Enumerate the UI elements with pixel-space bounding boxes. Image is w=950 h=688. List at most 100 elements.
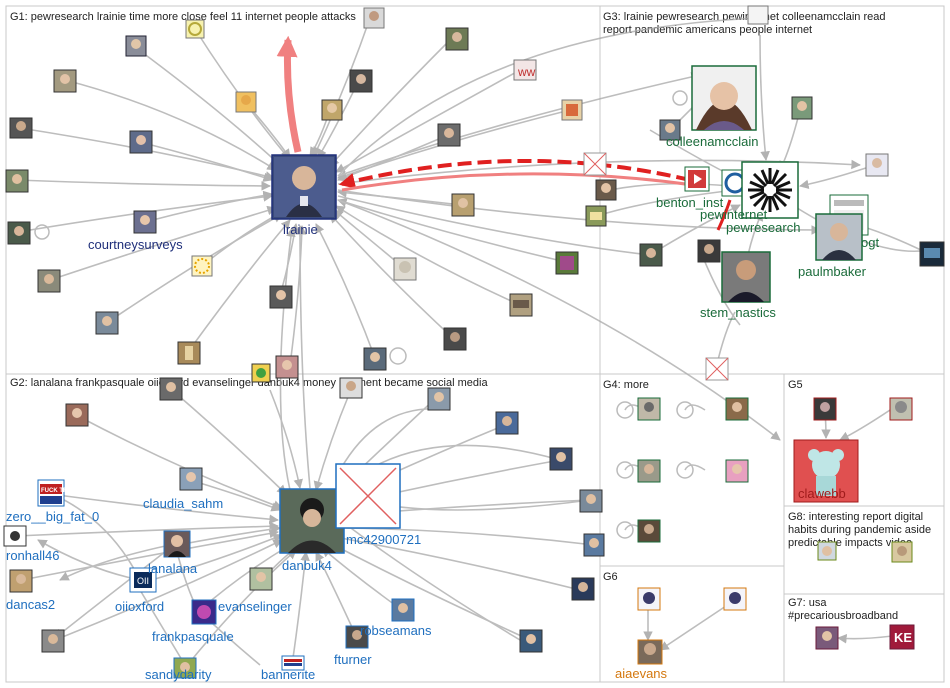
avatar[interactable] <box>549 447 573 471</box>
avatar[interactable] <box>95 311 119 335</box>
avatar[interactable] <box>251 363 271 383</box>
avatar[interactable] <box>191 255 213 277</box>
node-stem_nastics-image[interactable] <box>721 251 771 303</box>
avatar[interactable] <box>659 119 681 141</box>
avatar[interactable] <box>919 241 945 267</box>
node-danbuk4-image[interactable] <box>279 488 345 554</box>
avatar[interactable] <box>889 397 913 421</box>
avatar[interactable] <box>579 489 603 513</box>
avatar[interactable] <box>275 355 299 379</box>
node-label-dancas2[interactable]: dancas2 <box>6 597 55 612</box>
avatar[interactable] <box>637 459 661 483</box>
node-sandydarity-image[interactable] <box>173 657 197 679</box>
avatar[interactable] <box>37 269 61 293</box>
avatar[interactable] <box>583 533 605 557</box>
avatar[interactable] <box>443 327 467 351</box>
avatar[interactable] <box>571 577 595 601</box>
avatar[interactable] <box>451 193 475 217</box>
avatar[interactable] <box>865 153 889 177</box>
avatar[interactable] <box>555 251 579 275</box>
avatar[interactable] <box>349 69 373 93</box>
node-label-ronhall46[interactable]: ronhall46 <box>6 548 60 563</box>
avatar[interactable] <box>125 35 147 57</box>
avatar[interactable] <box>637 397 661 421</box>
avatar[interactable] <box>495 411 519 435</box>
node-label-aiaevans[interactable]: aiaevans <box>615 666 668 681</box>
avatar[interactable] <box>249 567 273 591</box>
node-label-colleenamcclain[interactable]: colleenamcclain <box>666 134 759 149</box>
avatar[interactable] <box>791 96 813 120</box>
avatar[interactable] <box>177 341 201 365</box>
node-label-benton_inst[interactable]: benton_inst <box>656 195 724 210</box>
avatar[interactable] <box>235 91 257 113</box>
avatar[interactable] <box>185 19 205 39</box>
avatar[interactable] <box>815 626 839 650</box>
avatar[interactable] <box>637 587 661 611</box>
node-label-pewresearch[interactable]: pewresearch <box>726 220 800 235</box>
node-label-oiioxford[interactable]: oiioxford <box>115 599 164 614</box>
avatar[interactable] <box>363 347 387 371</box>
avatar[interactable] <box>339 377 363 399</box>
node-clawebb-image[interactable] <box>793 439 859 503</box>
node-benton_inst-image[interactable] <box>684 166 710 192</box>
avatar[interactable] <box>179 467 203 491</box>
node-aiaevans-image[interactable] <box>637 639 663 665</box>
node-mc42900721-image[interactable] <box>335 463 401 529</box>
node-label-mc42900721[interactable]: mc42900721 <box>346 532 421 547</box>
avatar[interactable] <box>159 377 183 401</box>
avatar[interactable] <box>509 293 533 317</box>
avatar[interactable] <box>817 541 837 561</box>
avatar[interactable] <box>561 99 583 121</box>
avatar[interactable]: ww <box>513 59 537 81</box>
avatar[interactable] <box>437 123 461 147</box>
avatar[interactable] <box>725 459 749 483</box>
node-label-lrainie[interactable]: lrainie <box>283 222 318 237</box>
node-zero__big_fat_0-image[interactable]: FUCK TRUMP <box>37 479 81 507</box>
avatar[interactable] <box>133 210 157 234</box>
node-paulmbaker-image[interactable] <box>815 213 863 261</box>
avatar[interactable] <box>363 7 385 29</box>
avatar[interactable] <box>7 221 31 245</box>
node-label-paulmbaker[interactable]: paulmbaker <box>798 264 867 279</box>
node-label-frankpasquale[interactable]: frankpasquale <box>152 629 234 644</box>
node-lrainie-image[interactable] <box>271 154 337 220</box>
node-label-danbuk4[interactable]: danbuk4 <box>282 558 332 573</box>
avatar[interactable] <box>269 285 293 309</box>
avatar[interactable] <box>41 629 65 653</box>
avatar[interactable] <box>891 541 913 563</box>
avatar[interactable] <box>129 130 153 154</box>
node-label-clawebb[interactable]: clawebb <box>798 486 846 501</box>
node-bannerite-image[interactable] <box>281 655 305 671</box>
avatar[interactable] <box>9 569 33 593</box>
node-label-zero__big_fat_0[interactable]: zero__big_fat_0 <box>6 509 99 524</box>
avatar[interactable] <box>725 397 749 421</box>
node-frankpasquale-image[interactable] <box>191 599 217 625</box>
node-lanalana-image[interactable] <box>163 530 191 558</box>
avatar[interactable] <box>427 387 451 411</box>
node-label-evanselinger[interactable]: evanselinger <box>218 599 292 614</box>
avatar[interactable] <box>65 403 89 427</box>
avatar[interactable] <box>747 5 769 25</box>
missing-image-icon[interactable] <box>705 357 729 381</box>
node-pewresearch-image[interactable] <box>741 161 799 219</box>
node-robseamans-image[interactable] <box>391 598 415 622</box>
node-colleenamcclain-image[interactable] <box>691 65 757 131</box>
node-label-ogt[interactable]: ogt <box>861 235 879 250</box>
avatar[interactable] <box>9 117 33 139</box>
node-label-courtneysurveys[interactable]: courtneysurveys <box>88 237 183 252</box>
node-label-bannerite[interactable]: bannerite <box>261 667 315 682</box>
node-oiioxford-image[interactable]: OII <box>129 567 157 593</box>
avatar[interactable] <box>393 257 417 281</box>
node-label-fturner[interactable]: fturner <box>334 652 372 667</box>
avatar[interactable] <box>697 239 721 263</box>
node-label-robseamans[interactable]: robseamans <box>360 623 432 638</box>
avatar[interactable] <box>585 205 607 227</box>
node-label-pewinternet[interactable]: pewinternet <box>700 207 768 222</box>
avatar[interactable] <box>813 397 837 421</box>
avatar[interactable] <box>5 169 29 193</box>
avatar[interactable] <box>639 243 663 267</box>
avatar[interactable] <box>519 629 543 653</box>
node-label-claudia_sahm[interactable]: claudia_sahm <box>143 496 223 511</box>
node-ke-logo-image[interactable]: KE <box>889 624 915 650</box>
node-label-stem_nastics[interactable]: stem_nastics <box>700 305 776 320</box>
